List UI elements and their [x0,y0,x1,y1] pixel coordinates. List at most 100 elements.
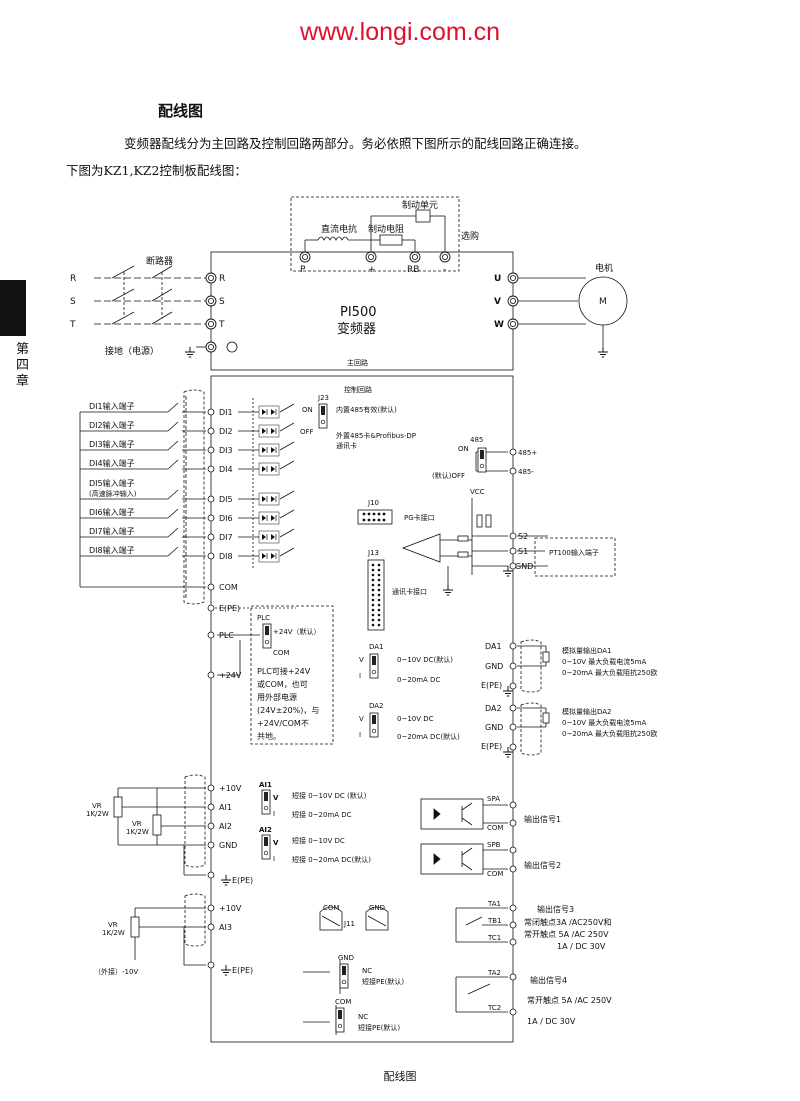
rs485-name: 485 [470,436,483,444]
ai2-i-desc: 短接 0~20mA DC(默认) [292,855,371,864]
da2-v-desc: 0~10V DC [397,715,434,723]
da1-i: I [359,672,361,680]
j13-pin [371,583,375,587]
j13-pin [377,568,381,572]
terminal-plus: + [368,265,376,275]
page-title: 配线图 [158,102,204,120]
ai2-i: I [273,855,275,863]
j10-desc: PG卡接口 [404,513,435,522]
terminal-minus: - [443,265,446,275]
input-r: R [70,274,76,284]
control-circuit-label: 控制回路 [344,385,372,394]
da2-desc-3: 0~20mA 最大负载阻抗250欧 [562,729,657,738]
motor-symbol: M [599,297,607,307]
terminal-s2: S2 [518,532,528,541]
da1-v: V [359,656,364,664]
terminal-tc2: TC2 [487,1004,501,1012]
terminal-ta2: TA2 [487,969,501,977]
header-url[interactable]: www.longi.com.cn [299,18,501,46]
input-s: S [70,297,76,307]
jumper-short-pe-1: 短接PE(默认) [362,977,404,986]
terminal-di8: DI8 [219,552,233,561]
j13-pin [377,573,381,577]
di3-label: DI3输入端子 [89,439,135,449]
dc-reactor-label: 直流电抗 [321,223,357,235]
j13-pin [377,598,381,602]
terminal-s1: S1 [518,547,528,556]
vr3-label-1: VR [108,921,118,929]
terminal-epe: E(PE) [219,604,240,613]
vr2-label-2: 1K/2W [126,828,149,836]
plc-note-3: 用外部电源 [257,692,297,702]
plc-note-4: (24V±20%)，与 [257,706,319,715]
terminal-485-minus: 485- [518,468,534,476]
vr3-label-2: 1K/2W [102,929,125,937]
terminal-spb-com: COM [487,870,503,878]
terminal-di1: DI1 [219,408,233,417]
jumper-gnd-label: GND [369,904,385,912]
terminal-ai-gnd: GND [219,841,237,850]
terminal-ai-epe: E(PE) [232,876,253,885]
j23-off: OFF [300,428,314,436]
j13-pin [371,568,375,572]
ai2-v: V [273,839,279,847]
jumper-nc-2: NC [358,1013,368,1021]
output-signal-3-desc-1: 常闭触点3A /AC250V和 [524,917,611,927]
j13-pin [377,603,381,607]
model-name: 变频器 [337,321,376,337]
terminal-da1-gnd: GND [485,662,503,671]
j13-pin [371,588,375,592]
da2-desc-2: 0~10V 最大负载电流5mA [562,718,647,727]
j13-pin [371,578,375,582]
di5-note: (高速脉冲输入) [89,489,137,498]
j13-pin [377,583,381,587]
model-label: PI500 [340,305,377,320]
subtitle-text: 下图为KZ1,KZ2控制板配线图： [66,163,247,178]
terminal-da1: DA1 [485,642,502,651]
output-v: V [494,297,501,307]
chapter-label: 第四章 [16,342,30,389]
terminal-di7: DI7 [219,533,233,542]
terminal-da2-gnd: GND [485,723,503,732]
terminal-ai3: AI3 [219,923,232,932]
j13-pin [371,573,375,577]
terminal-da2-epe: E(PE) [481,742,502,751]
plc-note-6: 共地。 [257,731,281,741]
terminal-di2: DI2 [219,427,233,436]
j13-pin [377,563,381,567]
jumper-short-pe-2: 短接PE(默认) [358,1023,400,1032]
output-signal-4-desc-2: 1A / DC 30V [527,1017,576,1026]
terminal-24v: +24V [219,671,242,680]
j23-name: J23 [317,394,329,402]
output-signal-4: 输出信号4 [530,975,567,985]
terminal-tc1: TC1 [487,934,501,942]
terminal-ai1: AI1 [219,803,232,812]
output-signal-2: 输出信号2 [524,860,561,870]
vr1-label-1: VR [92,802,102,810]
option-box [290,196,460,272]
da2-jumper-name: DA2 [369,702,384,710]
terminal-plc: PLC [219,631,234,640]
vr1-label-2: 1K/2W [86,810,109,818]
brake-resistor-label: 制动电阻 [368,223,404,235]
terminal-ai-10v: +10V [219,784,242,793]
output-signal-3: 输出信号3 [537,904,574,914]
j13-pin [377,593,381,597]
j13-pin [377,613,381,617]
terminal-p: P [300,265,306,275]
vr2-label-1: VR [132,820,142,828]
di7-label: DI7输入端子 [89,526,135,536]
j13-pin [371,608,375,612]
output-signal-3-desc-2: 常开触点 5A /AC 250V [524,929,609,939]
jumper-nc-1: NC [362,967,372,975]
ai2-v-desc: 短接 0~10V DC [292,836,345,845]
brake-unit-label: 制动单元 [402,199,438,211]
terminal-da2: DA2 [485,704,502,713]
figure-caption: 配线图 [383,1070,417,1083]
vcc-label: VCC [470,488,485,496]
terminal-di6: DI6 [219,514,233,523]
terminal-spa: SPA [487,795,500,803]
di8-label: DI8输入端子 [89,545,135,555]
di5-label: DI5输入端子 [89,478,135,488]
terminal-da1-epe: E(PE) [481,681,502,690]
